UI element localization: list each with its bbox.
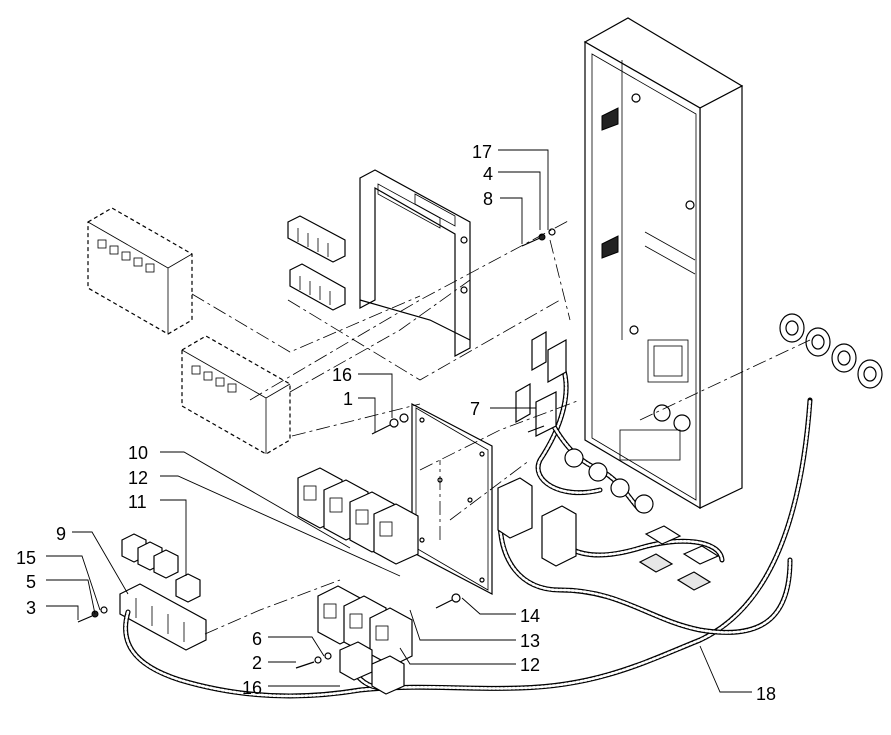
terminal-strips [287, 215, 346, 311]
callout-18: 18 [756, 684, 776, 704]
callout-12-lower: 12 [520, 655, 540, 675]
callout-9: 9 [56, 524, 66, 544]
mounting-plate [411, 403, 493, 595]
fuse-block [119, 533, 207, 651]
mounting-bracket [359, 169, 471, 357]
callout-15: 15 [16, 548, 36, 568]
callout-7: 7 [470, 399, 480, 419]
callout-16-upper: 16 [332, 365, 352, 385]
control-box-lower [181, 335, 291, 455]
callout-10: 10 [128, 443, 148, 463]
callout-5: 5 [26, 572, 36, 592]
callout-8: 8 [483, 189, 493, 209]
electrical-cabinet [583, 17, 744, 510]
callout-17: 17 [472, 142, 492, 162]
connectors [339, 330, 720, 695]
callout-3: 3 [26, 598, 36, 618]
callout-11: 11 [128, 492, 147, 512]
callout-4: 4 [483, 164, 493, 184]
assembly-lines [191, 219, 811, 635]
callout-13: 13 [520, 631, 540, 651]
callout-16-lower: 16 [242, 678, 262, 698]
fasteners [77, 228, 556, 669]
callout-14: 14 [520, 606, 540, 626]
grommets [779, 313, 883, 389]
leader-lines [46, 149, 752, 693]
callout-2: 2 [252, 653, 262, 673]
callout-labels: 17 4 8 16 1 7 10 12 11 9 15 5 3 6 2 16 1… [16, 142, 776, 704]
callout-12-upper: 12 [128, 468, 148, 488]
control-box-upper [87, 207, 193, 335]
relay-row-lower [317, 585, 413, 667]
callout-6: 6 [252, 629, 262, 649]
callout-1: 1 [343, 389, 353, 409]
relay-row-upper [297, 467, 419, 565]
